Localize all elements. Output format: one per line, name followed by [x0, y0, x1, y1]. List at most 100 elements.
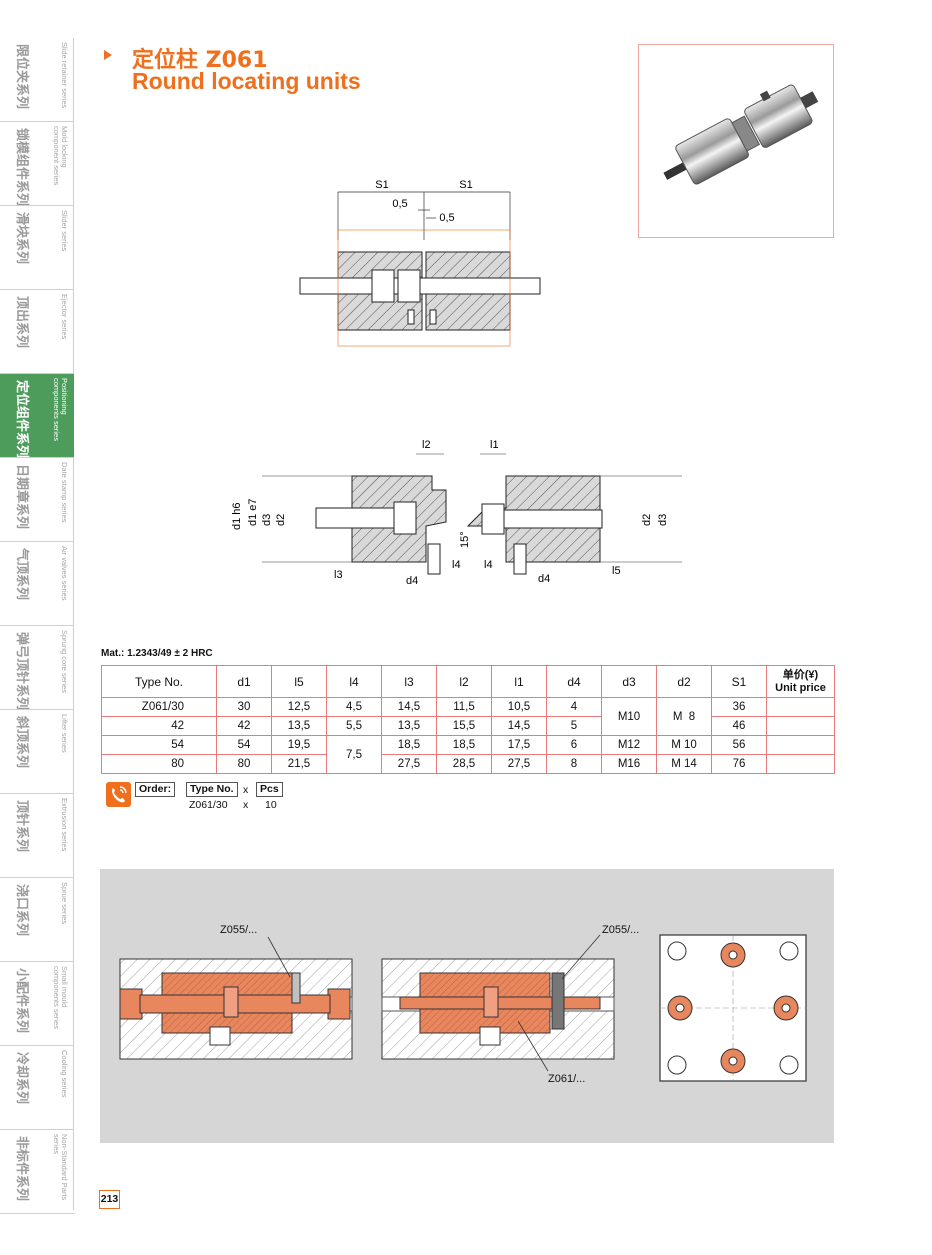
col-type-no: Type No. — [101, 665, 217, 698]
cell-l2: 28,5 — [436, 754, 492, 774]
cell-type: Z061/30 — [101, 697, 217, 717]
cell-d2: M 14 — [656, 754, 712, 774]
cell-d2-merged: M 8 — [656, 697, 712, 736]
sidebar-item-10[interactable]: 浇口系列 Sprue series — [0, 878, 74, 962]
cell-d1: 42 — [216, 716, 272, 736]
sidebar-item-label-cn: 顶出系列 — [14, 296, 29, 349]
table-row: 80 80 21,5 27,5 28,5 27,5 8 M16 M 14 76 — [101, 754, 835, 774]
cell-l4: 5,5 — [326, 716, 382, 736]
col-l1: l1 — [491, 665, 547, 698]
table-row: Z061/30 30 12,5 4,5 14,5 11,5 10,5 4 M10… — [101, 697, 835, 736]
col-l4: l4 — [326, 665, 382, 698]
cell-l2: 11,5 — [436, 697, 492, 717]
dim-d3-right: d3 — [657, 514, 669, 526]
cell-d1: 80 — [216, 754, 272, 774]
cell-d4: 5 — [546, 716, 602, 736]
cell-d4: 8 — [546, 754, 602, 774]
page-title-cn: 定位柱 Z061 — [132, 48, 268, 73]
spec-table: Type No. d1 l5 l4 l3 l2 l1 d4 d3 d2 S1 单… — [101, 665, 835, 774]
sidebar-item-label-en: Date stamp series — [60, 462, 69, 523]
order-x2: x — [243, 799, 249, 811]
label-z055-left: Z055/... — [220, 924, 258, 936]
table-header-row: Type No. d1 l5 l4 l3 l2 l1 d4 d3 d2 S1 单… — [101, 665, 835, 698]
col-unit-price: 单价(¥) Unit price — [766, 665, 835, 698]
label-z055-right: Z055/... — [602, 924, 640, 936]
cell-l1: 17,5 — [491, 735, 547, 755]
title-arrow-icon — [104, 50, 112, 60]
sidebar-item-label-en: Slide retainer series — [60, 42, 69, 109]
unit-price-cn: 单价(¥) — [782, 669, 819, 682]
cell-d3-merged: M10 — [601, 697, 657, 736]
cell-l5: 12,5 — [271, 697, 327, 717]
sidebar-item-label-en: Slider series — [60, 210, 69, 252]
sidebar-item-label-cn: 弹弓顶针系列 — [14, 632, 29, 710]
col-d3: d3 — [601, 665, 657, 698]
cell-l4-merged: 7,5 — [326, 735, 382, 774]
sidebar-item-label-cn: 滑块系列 — [14, 212, 29, 265]
dim-l5: l5 — [612, 565, 621, 577]
sidebar-item-6[interactable]: 气顶系列 Air valves series — [0, 542, 74, 626]
dim-l1: l1 — [490, 439, 499, 451]
sidebar-item-label-en: Non-Standard Parts series — [52, 1134, 69, 1201]
cell-l3: 14,5 — [381, 697, 437, 717]
cell-price — [766, 697, 835, 717]
cell-l1: 14,5 — [491, 716, 547, 736]
dim-l4-right: l4 — [484, 559, 493, 571]
cell-l4: 4,5 — [326, 697, 382, 717]
dim-d2-right: d2 — [641, 514, 653, 526]
dim-d4-right: d4 — [538, 573, 550, 585]
dim-l4-left: l4 — [452, 559, 461, 571]
table-row: 42 42 13,5 5,5 13,5 15,5 14,5 5 46 — [101, 716, 835, 736]
dim-s1-right: S1 — [459, 179, 472, 191]
sidebar-item-label-en: Sprue series — [60, 882, 69, 925]
table-row: 54 54 19,5 7,5 18,5 18,5 17,5 6 M12 M 10… — [101, 735, 835, 774]
sidebar-item-label-cn: 气顶系列 — [14, 548, 29, 601]
cell-d4: 4 — [546, 697, 602, 717]
cell-l2: 15,5 — [436, 716, 492, 736]
order-pcs-label: Pcs — [256, 782, 283, 797]
dim-s1-left: S1 — [375, 179, 388, 191]
sidebar-item-2[interactable]: 滑块系列 Slider series — [0, 206, 74, 290]
sidebar-item-label-cn: 顶针系列 — [14, 800, 29, 853]
sidebar-item-7[interactable]: 弹弓顶针系列 Sprung core series — [0, 626, 74, 710]
order-example-type: Z061/30 — [189, 799, 228, 811]
sidebar-item-label-en: Ejector series — [60, 294, 69, 340]
sidebar-item-label-en: Sprung core series — [60, 630, 69, 693]
sidebar-item-label-en: Air valves series — [60, 546, 69, 601]
dim-gap-a: 0,5 — [392, 198, 407, 210]
sidebar-item-3[interactable]: 顶出系列 Ejector series — [0, 290, 74, 374]
product-photo — [638, 44, 834, 238]
sidebar-item-label-cn: 浇口系列 — [14, 884, 29, 937]
col-s1: S1 — [711, 665, 767, 698]
sidebar-item-label-cn: 小配件系列 — [14, 968, 29, 1034]
page-number: 213 — [99, 1190, 120, 1209]
cell-d4: 6 — [546, 735, 602, 755]
sidebar-item-label-cn: 非标件系列 — [14, 1136, 29, 1202]
cell-l3: 27,5 — [381, 754, 437, 774]
assembly-drawing: S1 S1 0,5 0,5 — [290, 170, 550, 365]
cell-d2: M 10 — [656, 735, 712, 755]
dim-gap-b: 0,5 — [439, 212, 454, 224]
sidebar-item-13[interactable]: 非标件系列 Non-Standard Parts series — [0, 1130, 74, 1214]
cell-s1: 36 — [711, 697, 767, 717]
cell-d3: M12 — [601, 735, 657, 755]
sidebar-item-label-cn: 锁模组件系列 — [14, 128, 29, 206]
component-drawing: d1 h6 d1 e7 d3 d2 l2 l3 d4 l4 l1 15° l4 … — [222, 430, 692, 605]
application-panel: Z055/... Z055/... Z061/... — [100, 869, 834, 1143]
dim-d2-left: d2 — [275, 514, 287, 526]
page-title-en: Round locating units — [132, 68, 361, 94]
cell-l3: 18,5 — [381, 735, 437, 755]
sidebar-item-label-cn: 斜顶系列 — [14, 716, 29, 769]
dim-d4-left: d4 — [406, 575, 418, 587]
cell-type: 42 — [101, 716, 217, 736]
cell-d1: 54 — [216, 735, 272, 755]
cell-price — [766, 735, 835, 755]
